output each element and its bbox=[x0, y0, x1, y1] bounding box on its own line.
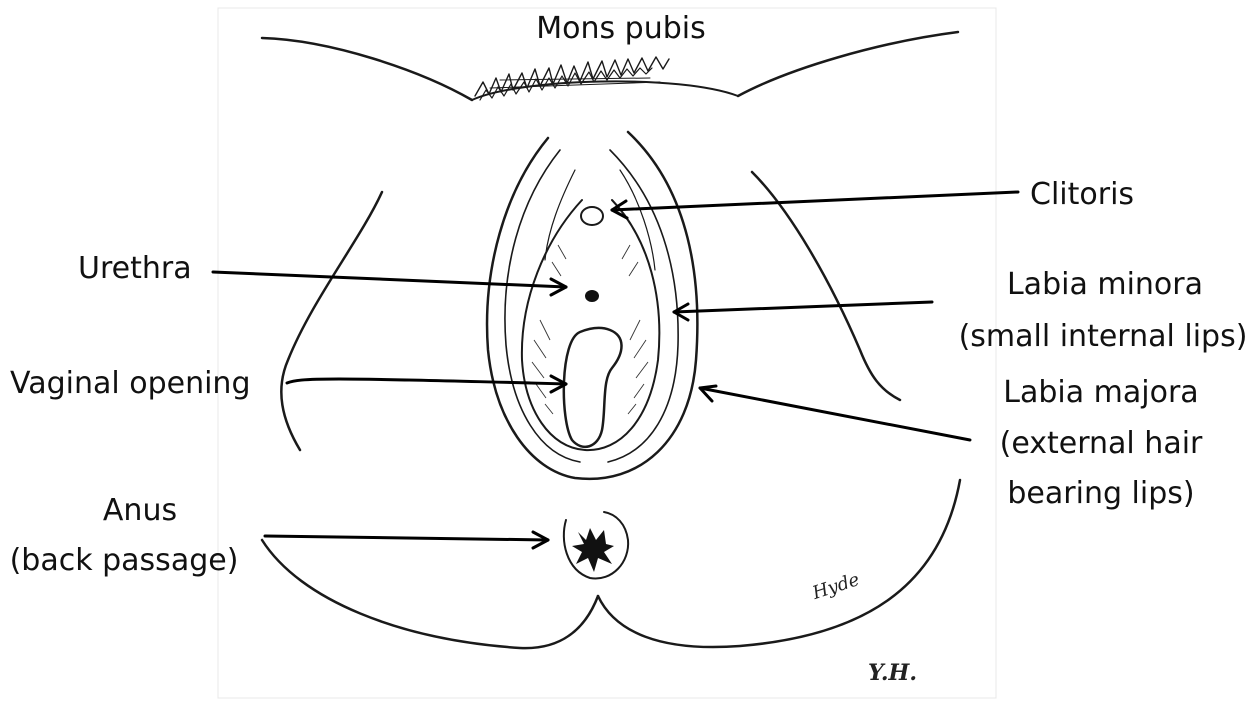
drawing-frame bbox=[218, 8, 996, 698]
label-anus-line1: Anus bbox=[40, 492, 240, 530]
label-anus-line2: (back passage) bbox=[4, 542, 244, 580]
label-labia-majora-line2: (external hair bbox=[966, 425, 1236, 463]
artist-initials: Y.H. bbox=[868, 660, 917, 686]
label-labia-majora-line1: Labia majora bbox=[966, 374, 1236, 412]
label-urethra: Urethra bbox=[78, 250, 192, 288]
urethra-shape bbox=[585, 290, 599, 302]
label-clitoris: Clitoris bbox=[1030, 176, 1134, 214]
label-labia-minora-line2: (small internal lips) bbox=[948, 318, 1258, 356]
label-vaginal-opening: Vaginal opening bbox=[10, 365, 250, 403]
label-labia-minora-line1: Labia minora bbox=[960, 266, 1250, 304]
label-labia-majora-line3: bearing lips) bbox=[966, 475, 1236, 513]
label-mons-pubis: Mons pubis bbox=[486, 10, 756, 48]
